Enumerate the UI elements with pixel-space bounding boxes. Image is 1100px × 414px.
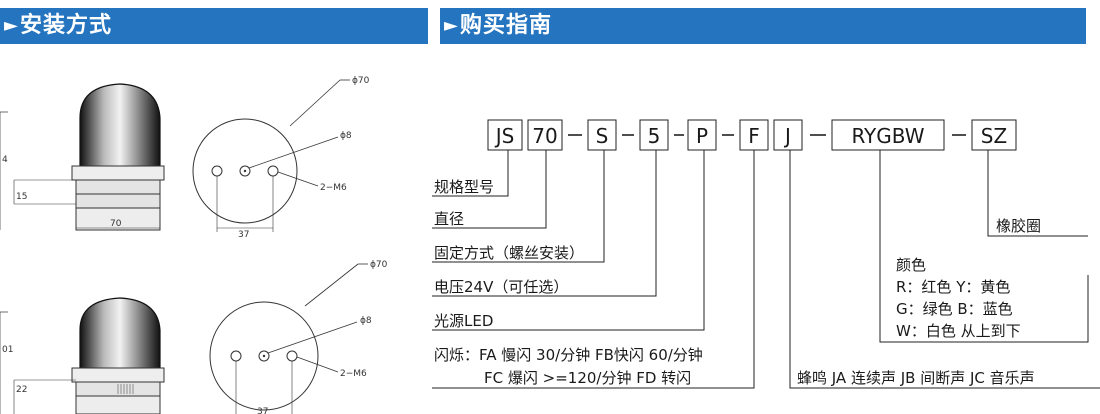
dim-hole: ϕ8 bbox=[360, 316, 372, 326]
install-header-title: 安装方式 bbox=[20, 13, 113, 38]
code-series: JS bbox=[494, 124, 515, 148]
code-light: P bbox=[696, 124, 708, 148]
dim-spacing: 37 bbox=[257, 407, 268, 414]
model-code: JS 70 S 5 P F J RYGBW SZ bbox=[487, 119, 1017, 151]
dim-width: 70 bbox=[110, 219, 122, 229]
code-box-series bbox=[487, 119, 523, 151]
chevron-right-icon: ► bbox=[4, 15, 18, 36]
label-color-title: 颜色 bbox=[896, 256, 926, 274]
dim-height-a: 01 bbox=[2, 345, 13, 355]
purchase-header-title: 购买指南 bbox=[460, 13, 553, 38]
label-color-1: R：红色 Y：黄色 bbox=[896, 278, 1010, 296]
code-box-light bbox=[687, 119, 717, 151]
code-color: RYGBW bbox=[851, 124, 924, 148]
code-box-buzzer bbox=[773, 119, 803, 151]
code-box-fixing bbox=[587, 119, 617, 151]
lamp-side-view-top: 4 15 70 bbox=[0, 83, 165, 231]
dim-spacing: 37 bbox=[238, 230, 249, 240]
code-box-color bbox=[831, 119, 945, 151]
lamp-top-view-top: ϕ70 ϕ8 2−M6 37 bbox=[192, 76, 370, 240]
install-header: ► 安装方式 bbox=[0, 8, 428, 44]
label-diameter: 直径 bbox=[434, 210, 464, 228]
dim-screw: 2−M6 bbox=[320, 183, 347, 193]
chevron-right-icon: ► bbox=[444, 15, 458, 36]
label-buzzer: 蜂鸣 JA 连续声 JB 间断声 JC 音乐声 bbox=[797, 369, 1035, 387]
label-model: 规格型号 bbox=[434, 178, 494, 196]
code-box-diameter bbox=[527, 119, 563, 151]
code-flash: F bbox=[748, 124, 760, 148]
label-color-2: G：绿色 B：蓝色 bbox=[896, 300, 1013, 318]
leader-lines bbox=[432, 150, 1100, 389]
label-color-3: W：白色 从上到下 bbox=[896, 322, 1021, 340]
dim-diameter: ϕ70 bbox=[370, 260, 388, 270]
dim-height-b: 22 bbox=[16, 385, 27, 395]
dim-height-a: 4 bbox=[2, 155, 8, 165]
dim-hole: ϕ8 bbox=[340, 131, 352, 141]
label-light: 光源LED bbox=[434, 312, 493, 330]
label-flash-1: 闪烁：FA 慢闪 30/分钟 FB快闪 60/分钟 bbox=[434, 346, 703, 364]
code-buzzer: J bbox=[783, 124, 791, 148]
dim-height-b: 15 bbox=[16, 192, 27, 202]
code-fixing: S bbox=[596, 124, 609, 148]
code-rubber: SZ bbox=[981, 124, 1007, 148]
label-fixing: 固定方式（螺丝安装） bbox=[434, 244, 584, 262]
label-rubber: 橡胶圈 bbox=[996, 217, 1041, 235]
dim-screw: 2−M6 bbox=[340, 369, 367, 379]
label-voltage: 电压24V（可任选） bbox=[434, 278, 568, 296]
lamp-side-view-bottom: 01 22 bbox=[0, 297, 165, 414]
code-box-voltage bbox=[639, 119, 669, 151]
code-diameter: 70 bbox=[532, 124, 557, 148]
purchase-header: ► 购买指南 bbox=[440, 8, 1086, 44]
label-flash-2: FC 爆闪 >=120/分钟 FD 转闪 bbox=[484, 369, 691, 387]
code-voltage: 5 bbox=[648, 124, 661, 148]
code-box-flash bbox=[739, 119, 769, 151]
dim-diameter: ϕ70 bbox=[352, 76, 370, 86]
lamp-top-view-bottom: ϕ70 ϕ8 2−M6 37 bbox=[209, 260, 388, 414]
code-box-rubber bbox=[971, 119, 1017, 151]
